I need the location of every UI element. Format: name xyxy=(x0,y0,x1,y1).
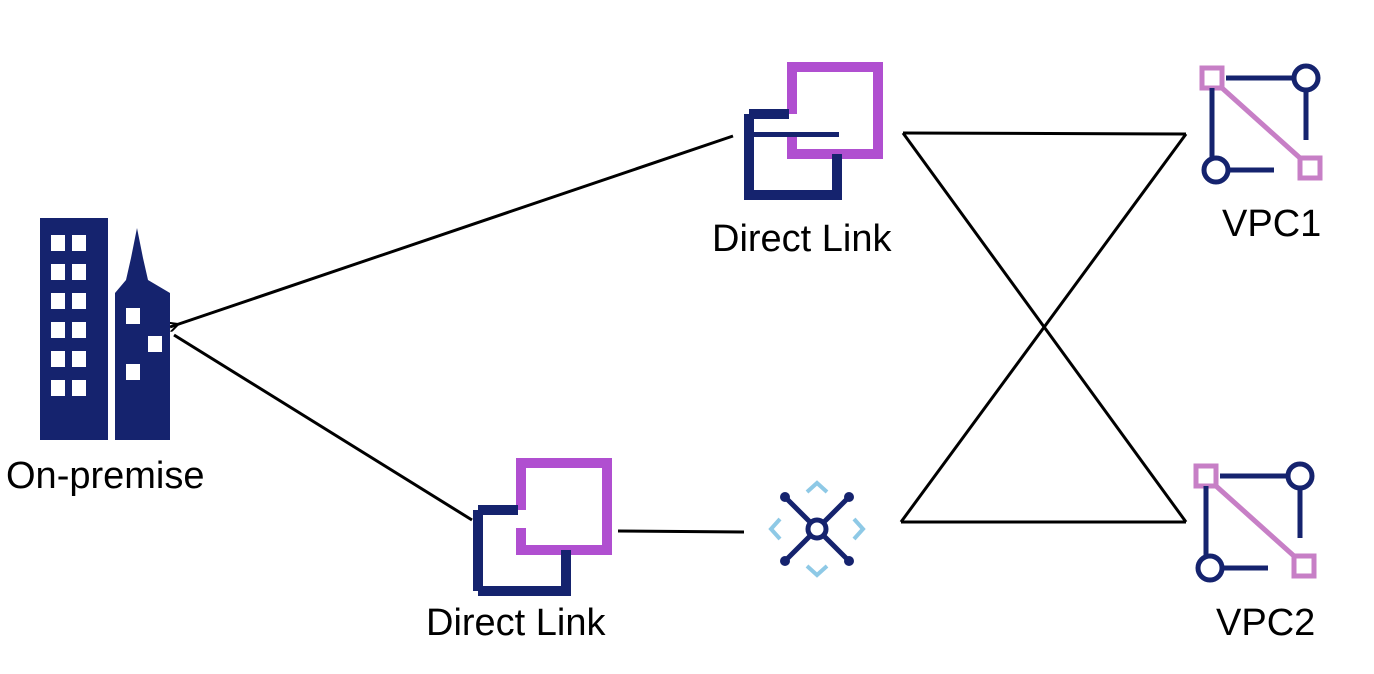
on-premise-label: On-premise xyxy=(6,455,205,497)
direct-link-icon xyxy=(473,458,612,596)
vpc-icon xyxy=(1199,63,1323,185)
vpc2-label: VPC2 xyxy=(1216,602,1316,644)
vpc1-label: VPC1 xyxy=(1222,203,1322,245)
edge-direct-link-top-to-on-premise xyxy=(170,134,734,327)
network-hub-icon xyxy=(768,480,866,578)
direct-link-bottom-label: Direct Link xyxy=(426,602,606,644)
edge-direct-link-bottom-to-on-premise xyxy=(173,333,473,522)
connections xyxy=(170,131,1188,534)
direct-link-icon xyxy=(744,62,883,200)
edge-direct-link-bottom-to-hub xyxy=(617,529,745,534)
direct-link-top-label: Direct Link xyxy=(712,218,892,260)
building-icon xyxy=(40,218,170,440)
vpc-icon xyxy=(1193,461,1317,583)
edge-direct-link-top-to-vpc1 xyxy=(902,131,1187,136)
edge-hub-to-vpc1 xyxy=(899,133,1188,523)
